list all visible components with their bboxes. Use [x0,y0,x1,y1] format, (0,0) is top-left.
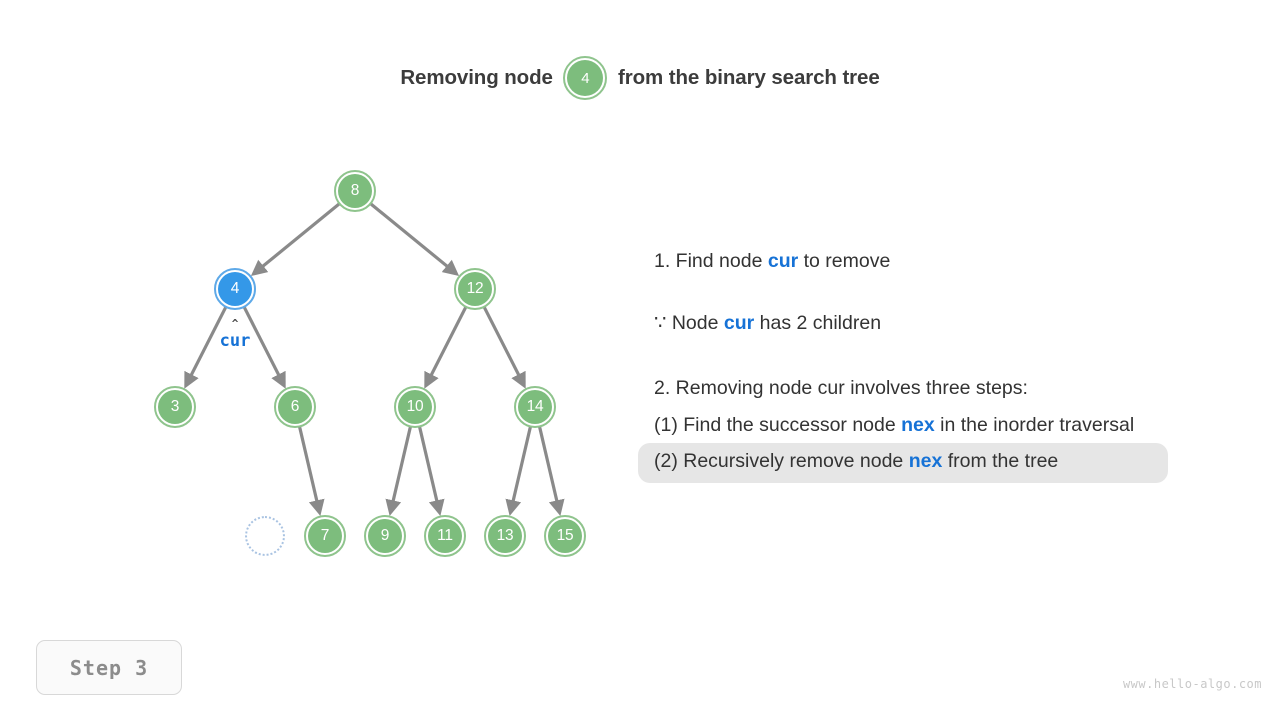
info-reason-text-a: ∵ Node [654,312,724,334]
tree-node-ring [514,386,556,428]
tree-node-value: 12 [458,272,492,306]
tree-edge-6-7 [297,426,325,517]
tree-node-11: 11 [424,515,466,557]
tree-edge-4-6 [242,306,286,389]
tree-node-13: 13 [484,515,526,557]
tree-edge-12-10 [424,306,468,389]
tree-node-14: 14 [514,386,556,428]
tree-node-value: 6 [278,390,312,424]
tree-node-ring [304,515,346,557]
info-substep-2-text-a: (2) Recursively remove node [654,450,909,472]
tree-node-ring [424,515,466,557]
tree-node-15: 15 [544,515,586,557]
spacer-3 [654,401,1194,412]
cur-pointer-label: ^cur [220,318,251,351]
tree-edge-8-12 [369,202,460,277]
tree-edge-12-14 [482,306,526,389]
tree-edge-layer [184,202,565,517]
tree-edge-10-11 [417,426,445,517]
info-substep-1: (1) Find the successor node nex in the i… [654,412,1194,438]
info-reason: ∵ Node cur has 2 children [654,310,1194,336]
info-step-1-keyword: cur [767,250,799,272]
tree-node-value: 4 [218,272,252,306]
dotted-circle-icon [245,516,285,556]
tree-node-ring [394,386,436,428]
info-reason-text-b: has 2 children [754,312,882,334]
tree-node-value: 8 [338,174,372,208]
title-node-ring [563,56,608,100]
tree-node-7: 7 [304,515,346,557]
tree-node-value: 13 [488,519,522,553]
tree-node-ring [154,386,196,428]
explanation-panel: 1. Find node cur to remove ∵ Node cur ha… [654,248,1194,474]
tree-node-value: 3 [158,390,192,424]
tree-node-value: 15 [548,519,582,553]
spacer-1 [654,274,1194,310]
tree-node-12: 12 [454,268,496,310]
tree-node-ring [364,515,406,557]
tree-node-ring [454,268,496,310]
tree-node-3: 3 [154,386,196,428]
info-step-2: 2. Removing node cur involves three step… [654,377,1028,399]
tree-node-4: 4 [214,268,256,310]
tree-node-ring [544,515,586,557]
footer-watermark: www.hello-algo.com [1122,677,1262,691]
page-title-suffix: from the binary search tree [618,66,880,89]
info-substep-1-keyword: nex [901,414,935,436]
tree-node-6: 6 [274,386,316,428]
info-substep-1-text-b: in the inorder traversal [934,414,1135,436]
tree-node-value: 14 [518,390,552,424]
info-step-1-text-b: to remove [798,250,891,272]
tree-node-ring [274,386,316,428]
info-step-1-text-a: 1. Find node [654,250,768,272]
info-substep-2-keyword: nex [908,450,943,472]
tree-edge-14-15 [537,426,565,517]
info-step-1: 1. Find node cur to remove [654,248,1194,274]
tree-edge-10-9 [385,426,413,517]
tree-node-8: 8 [334,170,376,212]
text-highlight-band [638,443,1168,483]
caret-up-icon: ^ [231,317,239,330]
tree-node-value: 10 [398,390,432,424]
step-badge: Step 3 [36,640,182,695]
tree-node-empty-slot [244,515,286,557]
tree-node-ring [334,170,376,212]
tree-node-value: 7 [308,519,342,553]
tree-edge-4-3 [184,306,228,389]
tree-node-10: 10 [394,386,436,428]
tree-node-9: 9 [364,515,406,557]
page-title-prefix: Removing node [400,66,553,89]
info-substep-1-text-a: (1) Find the successor node [654,414,902,436]
info-substep-2: (2) Recursively remove node nex from the… [654,448,1194,474]
spacer-2 [654,336,1194,375]
tree-node-value: 9 [368,519,402,553]
tree-node-value: 11 [428,519,462,553]
title-node-value: 4 [567,60,604,96]
info-reason-keyword: cur [723,312,755,334]
tree-node-ring [484,515,526,557]
info-substep-2-text-b: from the tree [942,450,1059,472]
cur-pointer-text: cur [219,331,251,351]
title-node-4: 4 [563,56,608,100]
tree-edge-8-4 [250,202,341,277]
tree-node-ring [214,268,256,310]
tree-edge-14-13 [505,426,533,517]
page-title: Removing node 4 from the binary search t… [0,56,1280,100]
